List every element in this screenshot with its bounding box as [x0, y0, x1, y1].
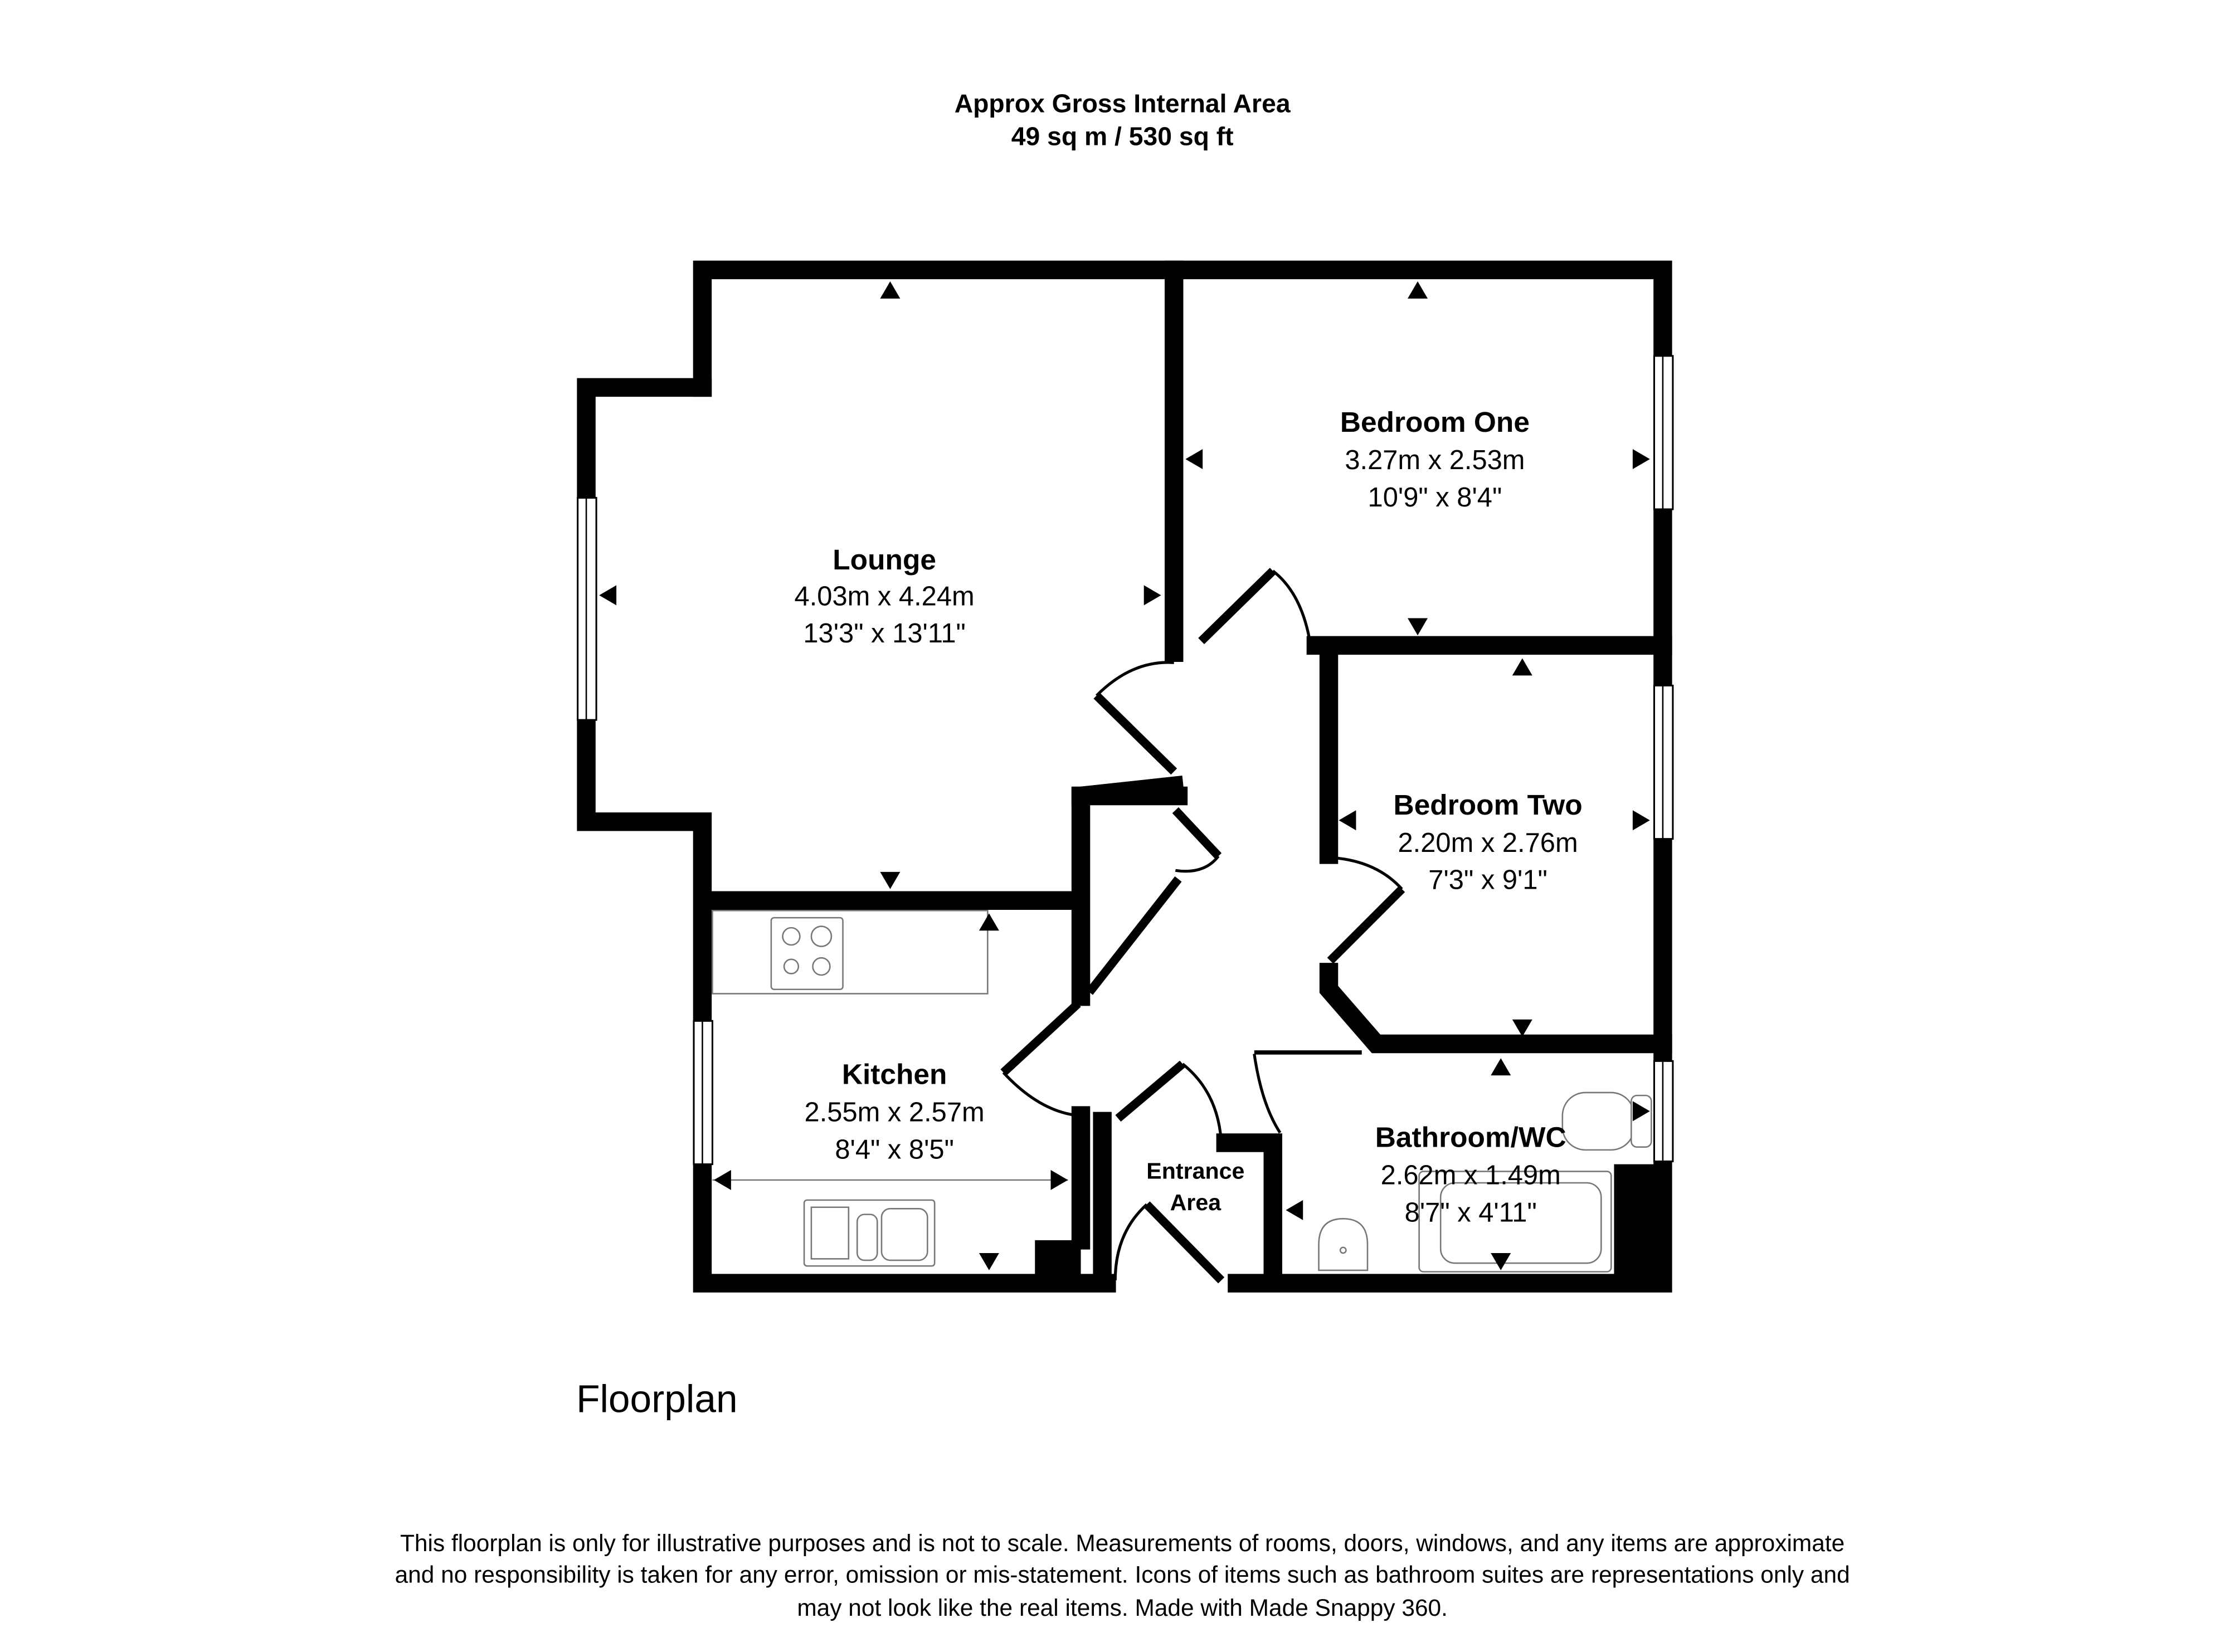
hob-icon [770, 917, 844, 991]
room-bathroom: Bathroom/WC 2.62m x 1.49m 8'7" x 4'11" [1375, 1121, 1566, 1228]
room-imperial: 8'4" x 8'5" [835, 1134, 954, 1164]
kitchen-worktop-top [712, 909, 989, 995]
area-value: 49 sq m / 530 sq ft [1011, 122, 1234, 151]
room-name: Kitchen [842, 1058, 947, 1090]
windows [577, 355, 1674, 1166]
room-bedroom-two: Bedroom Two 2.20m x 2.76m 7'3" x 9'1" [1394, 788, 1583, 895]
floor-label: Floorplan [576, 1377, 737, 1421]
room-metric: 3.27m x 2.53m [1345, 445, 1525, 475]
doors [1000, 568, 1405, 1284]
room-name: Bathroom/WC [1375, 1121, 1566, 1153]
basin-icon [1318, 1218, 1369, 1271]
room-name: Area [1170, 1190, 1222, 1215]
room-metric: 2.62m x 1.49m [1381, 1161, 1561, 1191]
room-name: Bedroom One [1340, 406, 1530, 438]
room-lounge: Lounge 4.03m x 4.24m 13'3" x 13'11" [795, 543, 975, 649]
room-metric: 2.20m x 2.76m [1398, 828, 1578, 858]
room-name: Bedroom Two [1394, 788, 1583, 821]
area-title: Approx Gross Internal Area [955, 89, 1291, 118]
room-entrance-area: Entrance Area [1146, 1158, 1244, 1215]
room-name: Entrance [1146, 1158, 1244, 1183]
disclaimer: This floorplan is only for illustrative … [395, 1530, 1850, 1621]
room-name: Lounge [833, 543, 936, 576]
sink-icon [803, 1199, 936, 1267]
disclaimer-line: may not look like the real items. Made w… [797, 1595, 1448, 1621]
room-imperial: 7'3" x 9'1" [1428, 865, 1547, 895]
disclaimer-line: and no responsibility is taken for any e… [395, 1562, 1850, 1588]
bath-icon [1418, 1171, 1612, 1273]
room-metric: 2.55m x 2.57m [805, 1097, 985, 1127]
fixtures [712, 909, 1652, 1273]
room-kitchen: Kitchen 2.55m x 2.57m 8'4" x 8'5" [805, 1058, 985, 1165]
room-imperial: 13'3" x 13'11" [803, 618, 966, 649]
dimension-arrows [599, 281, 1650, 1270]
toilet-icon [1561, 1091, 1652, 1151]
walls [577, 260, 1672, 1293]
room-bedroom-one: Bedroom One 3.27m x 2.53m 10'9" x 8'4" [1340, 406, 1530, 513]
disclaimer-line: This floorplan is only for illustrative … [400, 1530, 1844, 1556]
room-metric: 4.03m x 4.24m [795, 581, 975, 611]
room-imperial: 8'7" x 4'11" [1405, 1197, 1537, 1227]
room-imperial: 10'9" x 8'4" [1368, 483, 1502, 513]
